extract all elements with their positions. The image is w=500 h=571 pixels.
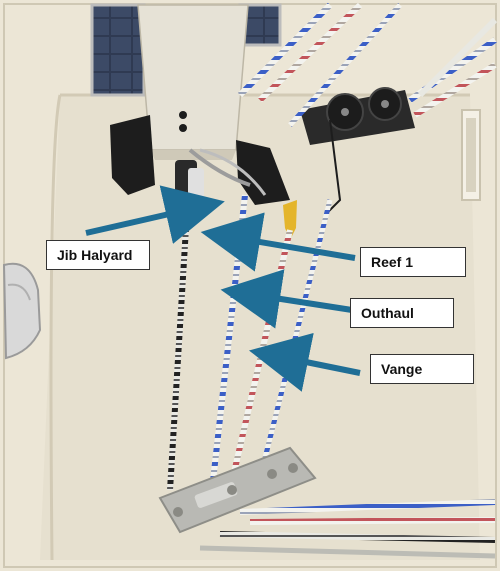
- arrow-icon: [220, 269, 353, 329]
- jib-halyard-line: [167, 194, 191, 491]
- label-outhaul: Outhaul: [350, 298, 454, 328]
- shoe: [2, 262, 42, 360]
- arrow-icon: [85, 185, 225, 244]
- solar-panel: [90, 3, 282, 97]
- label-jib-halyard: Jib Halyard: [46, 240, 150, 270]
- arrow-icon: [200, 212, 356, 272]
- rope-clutch: [158, 446, 317, 534]
- label-vange: Vange: [370, 354, 474, 384]
- arrow-icon: [248, 332, 361, 392]
- mast: [137, 4, 249, 160]
- label-reef-1: Reef 1: [360, 247, 466, 277]
- pulley-block: [300, 87, 415, 145]
